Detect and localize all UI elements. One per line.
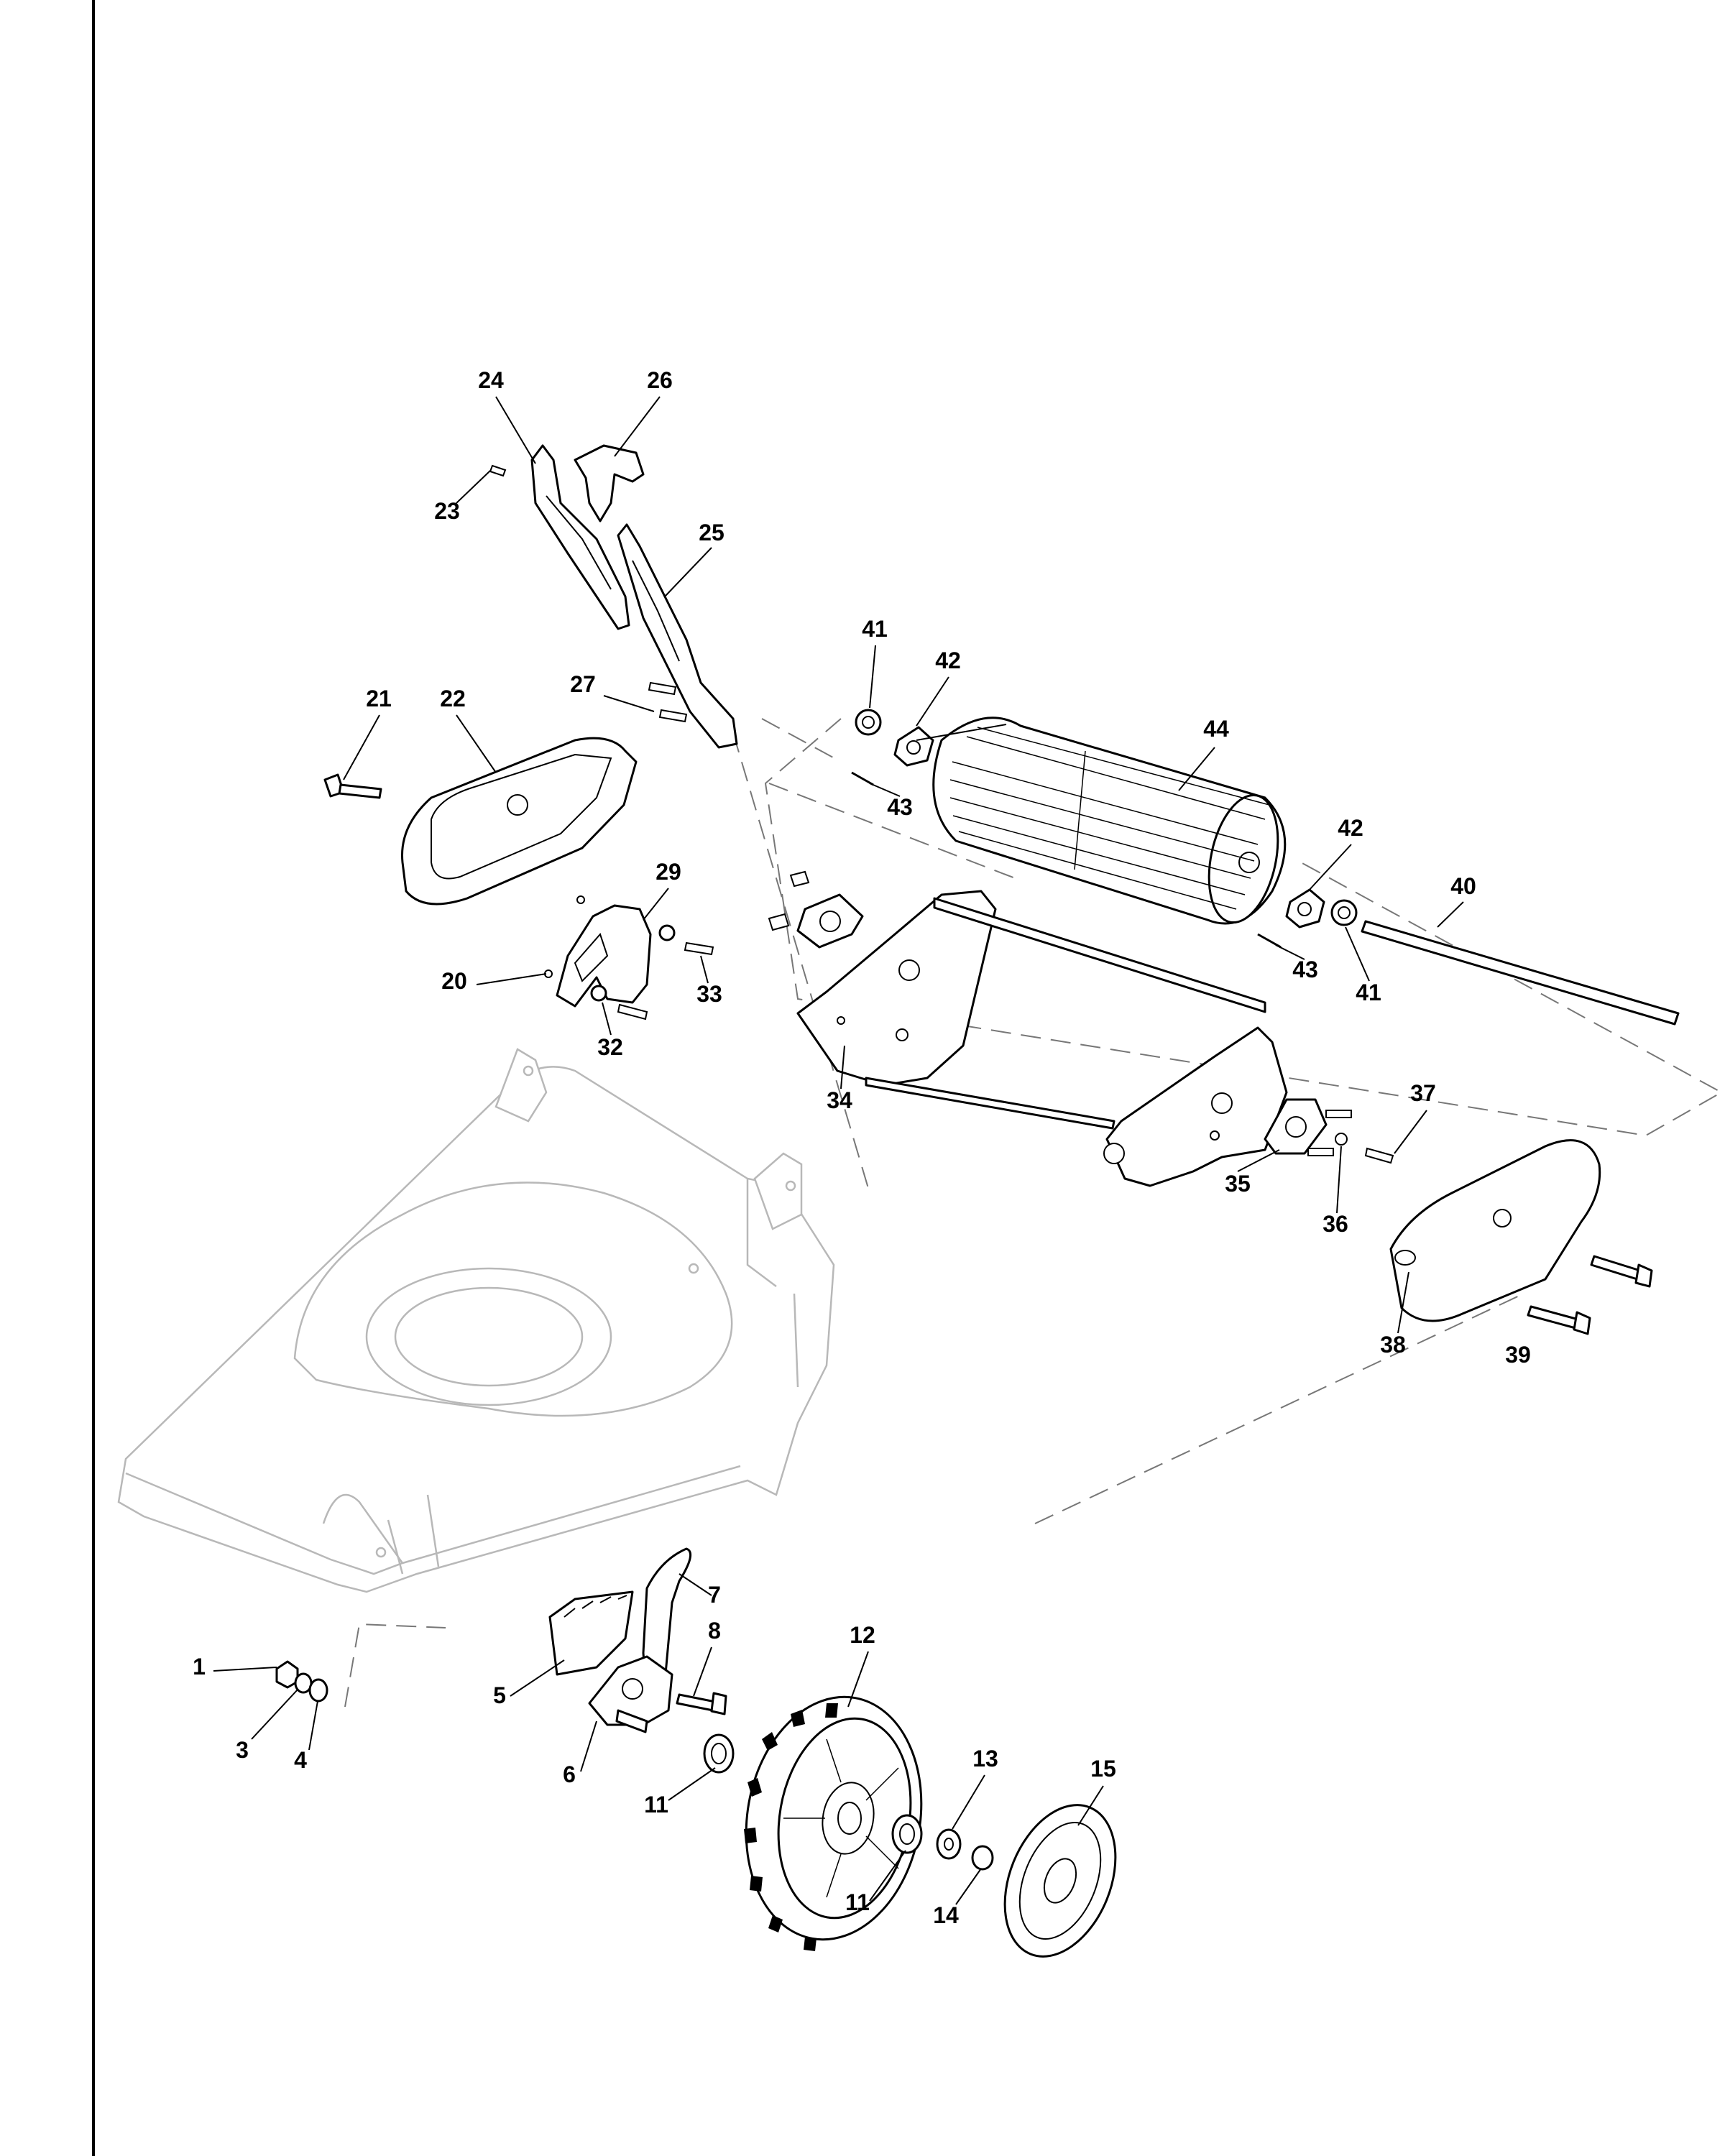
callout-p21: 21 (366, 686, 392, 711)
wheel-washer (936, 1828, 962, 1860)
assembly-dash-lines (344, 718, 1724, 1708)
callout-p33: 33 (696, 981, 722, 1007)
wheel-bolt (676, 1692, 727, 1715)
left-cover-bolt (323, 773, 382, 799)
callout-p23: 23 (434, 498, 460, 524)
rear-roller (932, 717, 1287, 925)
height-adjust-bracket (544, 895, 714, 1021)
callout-p38: 38 (1380, 1332, 1406, 1358)
callout-p15: 15 (1090, 1756, 1116, 1782)
leader-lines (213, 396, 1464, 1905)
callout-p37: 37 (1410, 1080, 1436, 1106)
callout-p43b: 43 (1292, 957, 1318, 982)
wheel-bush (971, 1845, 994, 1871)
wheel-arm (588, 1655, 673, 1733)
callout-p11a: 11 (644, 1792, 668, 1818)
left-side-cover (401, 737, 638, 906)
callout-p12: 12 (850, 1622, 875, 1648)
callout-p39: 39 (1505, 1342, 1531, 1368)
roller-bearing-right (1330, 899, 1358, 926)
mower-deck-outline (117, 1048, 835, 1593)
callout-p41b: 41 (1356, 980, 1381, 1005)
bracket-screws (648, 681, 688, 723)
hub-cap (1003, 1804, 1117, 1958)
bearing-flange-right (1264, 1098, 1394, 1164)
callout-p34: 34 (827, 1087, 852, 1113)
callout-p6: 6 (563, 1761, 576, 1787)
callout-p13: 13 (972, 1746, 998, 1772)
callout-p25: 25 (699, 520, 724, 545)
left-margin-rule (92, 0, 95, 2156)
front-wheel (744, 1695, 923, 1951)
callout-p41a: 41 (862, 616, 888, 642)
roll-pin-left (851, 771, 874, 786)
callout-p14: 14 (933, 1902, 959, 1928)
callout-p42a: 42 (935, 648, 961, 673)
callout-p35: 35 (1225, 1171, 1251, 1197)
cover-bolt-upper (1590, 1255, 1653, 1288)
cover-bolt-lower (1527, 1305, 1591, 1335)
nut-and-washers (275, 1660, 328, 1703)
bearing-flange-left (768, 870, 864, 949)
callout-p29: 29 (656, 859, 681, 885)
callout-p36: 36 (1322, 1211, 1348, 1237)
callout-p42b: 42 (1338, 815, 1363, 841)
roller-axle (1361, 920, 1680, 1026)
callout-p11b: 11 (845, 1889, 870, 1915)
callout-p43a: 43 (887, 794, 913, 820)
callout-p4: 4 (294, 1747, 307, 1773)
roller-frame (796, 890, 1288, 1187)
handle-bracket-left (530, 444, 630, 630)
callout-p32: 32 (597, 1034, 623, 1060)
callout-p40: 40 (1450, 873, 1476, 899)
callout-p24: 24 (478, 367, 504, 393)
wheel-gear-inner (703, 1733, 735, 1774)
right-side-cover (1389, 1139, 1601, 1322)
wheel-gear-outer (891, 1814, 923, 1854)
roller-end-cap-left (893, 726, 934, 767)
roller-bearing-left (855, 709, 882, 736)
callout-p20: 20 (441, 968, 467, 994)
callout-p26: 26 (647, 367, 673, 393)
callout-p27: 27 (570, 671, 596, 697)
handle-screw (489, 464, 507, 477)
callout-p8: 8 (708, 1618, 721, 1644)
callout-p5: 5 (493, 1682, 506, 1708)
callout-p22: 22 (440, 686, 466, 711)
handle-clip (574, 444, 645, 522)
roller-end-cap-right (1285, 888, 1325, 929)
callout-p1: 1 (193, 1654, 206, 1680)
callout-p3: 3 (236, 1737, 249, 1763)
handle-bracket-right (617, 523, 738, 749)
callout-p44: 44 (1203, 716, 1229, 742)
callout-p7: 7 (708, 1582, 721, 1608)
